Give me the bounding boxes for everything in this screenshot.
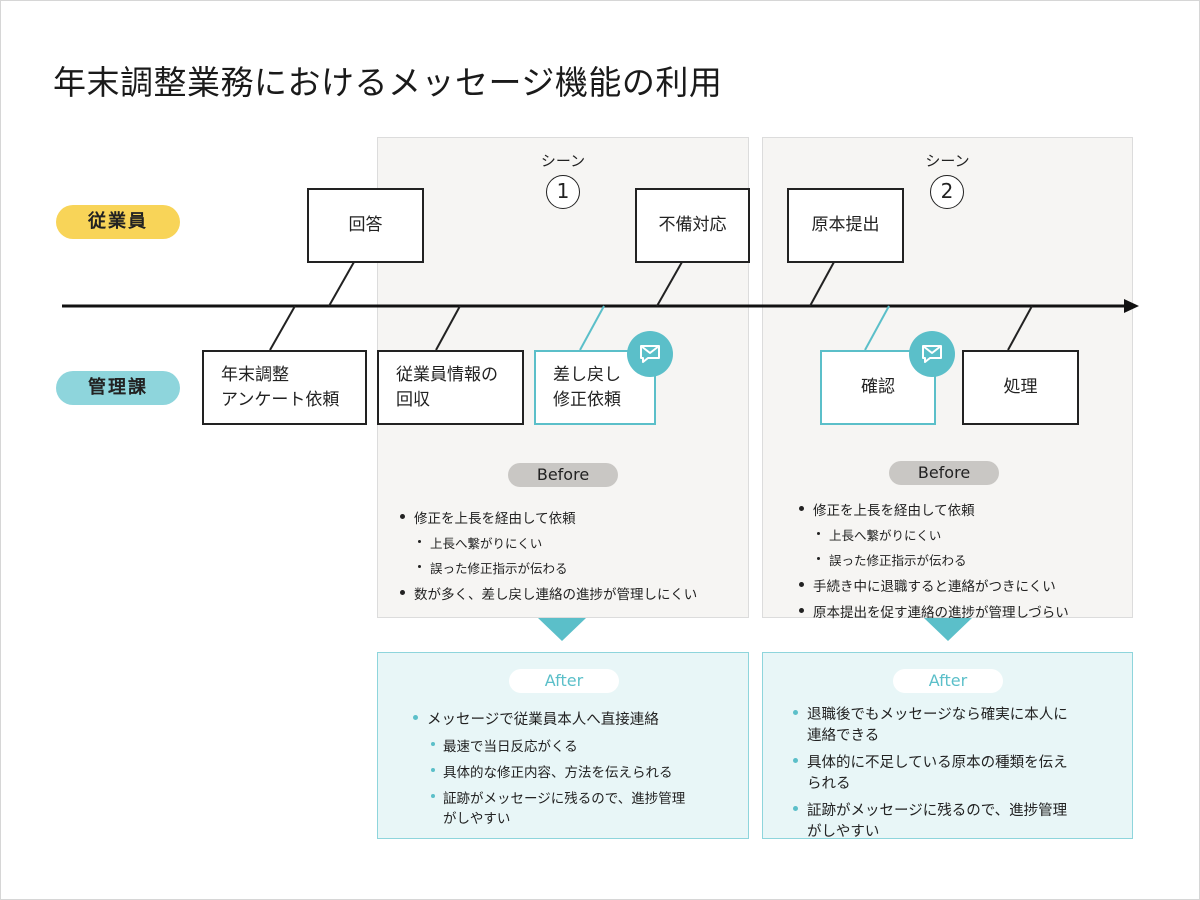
scene-2-number: 2	[930, 175, 964, 209]
connector-confirm	[864, 305, 890, 351]
step-submit-original: 原本提出	[787, 188, 904, 263]
scene-1-number: 1	[546, 175, 580, 209]
step-collect-info: 従業員情報の 回収	[377, 350, 524, 425]
note-item: 修正を上長を経由して依頼	[797, 499, 1127, 519]
connector-original	[809, 261, 835, 307]
page-title: 年末調整業務におけるメッセージ機能の利用	[53, 63, 723, 102]
role-admin: 管理課	[56, 371, 180, 405]
message-icon	[627, 331, 673, 377]
note-item: 数が多く、差し戻し連絡の進捗が管理しにくい	[398, 583, 743, 603]
step-fix-deficiency: 不備対応	[635, 188, 750, 263]
step-sendback-request-label: 差し戻し 修正依頼	[553, 364, 621, 410]
connector-answer	[328, 261, 355, 307]
step-confirm-label: 確認	[861, 377, 895, 398]
scene-2-before-notes: 修正を上長を経由して依頼上長へ繋がりにくい誤った修正指示が伝わる手続き中に退職す…	[797, 499, 1127, 627]
connector-survey	[269, 305, 296, 351]
step-answer: 回答	[307, 188, 424, 263]
step-process: 処理	[962, 350, 1079, 425]
scene-1-before-label: Before	[508, 463, 618, 487]
scene-1-after-notes: メッセージで従業員本人へ直接連絡最速で当日反応がくる具体的な修正内容、方法を伝え…	[411, 708, 741, 833]
message-icon-glyph	[922, 345, 942, 363]
note-item: 手続き中に退職すると連絡がつきにくい	[797, 575, 1127, 595]
note-item: 修正を上長を経由して依頼	[398, 507, 743, 527]
note-item: メッセージで従業員本人へ直接連絡	[411, 708, 741, 729]
connector-collect	[435, 305, 461, 351]
note-sub-item: 誤った修正指示が伝わる	[398, 558, 743, 577]
step-fix-deficiency-label: 不備対応	[658, 215, 727, 236]
message-icon	[909, 331, 955, 377]
note-sub-item: 誤った修正指示が伝わる	[797, 550, 1127, 569]
note-item: 退職後でもメッセージなら確実に本人に 連絡できる	[791, 703, 1126, 745]
note-sub-item: 上長へ繋がりにくい	[398, 533, 743, 552]
scene-2-label: シーン	[925, 152, 970, 170]
note-sub-item: 最速で当日反応がくる	[411, 735, 741, 755]
scene-2-before-label: Before	[889, 461, 999, 485]
timeline-arrowhead	[1124, 299, 1139, 313]
step-send-survey: 年末調整 アンケート依頼	[202, 350, 367, 425]
note-sub-item: 上長へ繋がりにくい	[797, 525, 1127, 544]
scene-2-after-notes: 退職後でもメッセージなら確実に本人に 連絡できる具体的に不足している原本の種類を…	[791, 703, 1126, 847]
step-send-survey-label: 年末調整 アンケート依頼	[221, 364, 340, 410]
connector-fix	[656, 261, 683, 307]
scene-1-before-notes: 修正を上長を経由して依頼上長へ繋がりにくい誤った修正指示が伝わる数が多く、差し戻…	[398, 507, 743, 609]
step-collect-info-label: 従業員情報の 回収	[396, 364, 498, 410]
note-sub-item: 具体的な修正内容、方法を伝えられる	[411, 761, 741, 781]
note-item: 具体的に不足している原本の種類を伝え られる	[791, 751, 1126, 793]
step-process-label: 処理	[1003, 377, 1038, 398]
step-answer-label: 回答	[348, 215, 383, 236]
scene-2-after-label: After	[893, 669, 1003, 693]
connector-sendback	[579, 305, 605, 351]
note-sub-item: 証跡がメッセージに残るので、進捗管理 がしやすい	[411, 787, 741, 827]
message-icon-glyph	[640, 345, 660, 363]
connector-process	[1007, 305, 1033, 351]
step-submit-original-label: 原本提出	[811, 215, 880, 236]
scene-1-label: シーン	[540, 152, 586, 170]
note-item: 証跡がメッセージに残るので、進捗管理 がしやすい	[791, 799, 1126, 841]
note-item: 原本提出を促す連絡の進捗が管理しづらい	[797, 601, 1127, 621]
scene-2-down-arrow	[924, 618, 972, 641]
role-employee: 従業員	[56, 205, 180, 239]
scene-1-after-label: After	[509, 669, 619, 693]
scene-1-down-arrow	[538, 618, 586, 641]
